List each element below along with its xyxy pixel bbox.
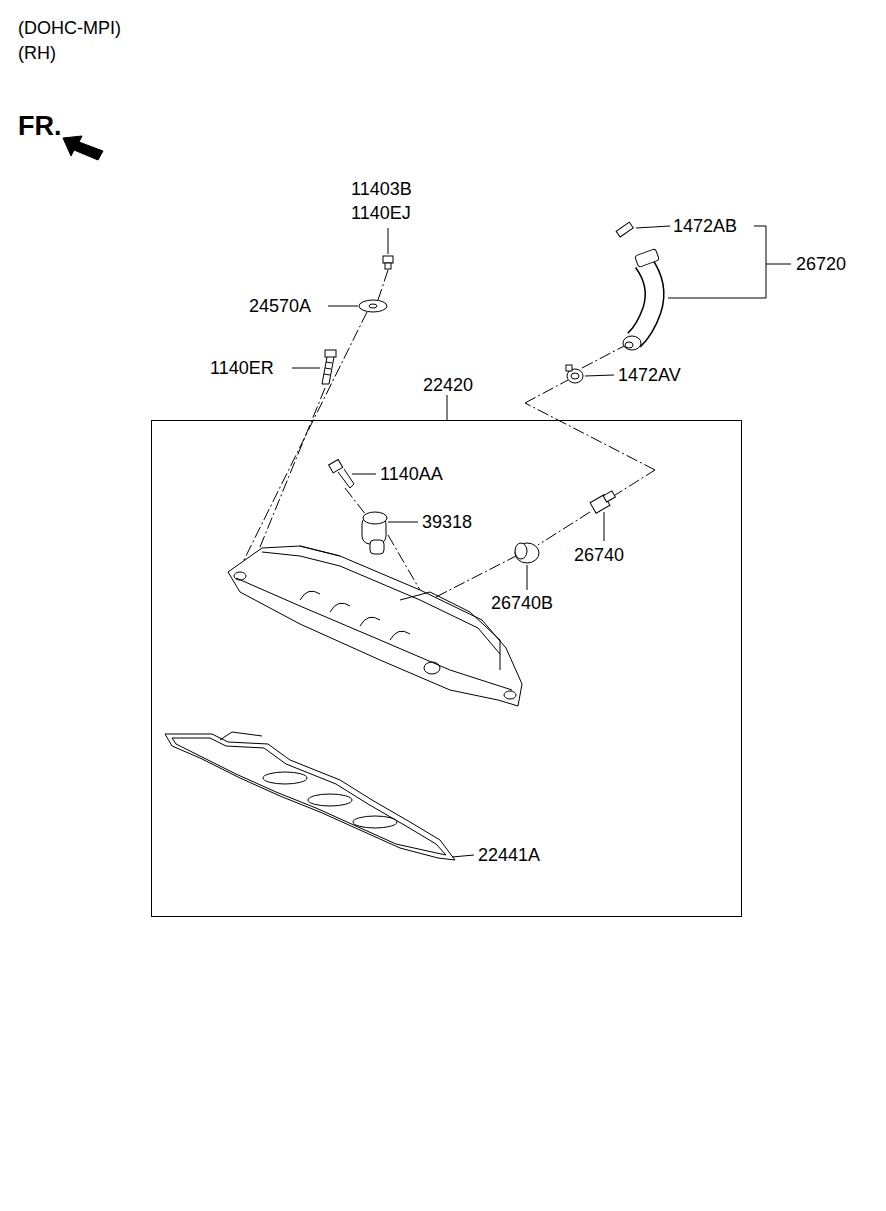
direction-label: FR.	[18, 110, 62, 142]
callout-number: 24570A	[249, 295, 311, 317]
assembly-box: 22420	[151, 420, 742, 917]
bolt	[322, 350, 336, 384]
grommet	[515, 543, 539, 563]
clip	[616, 222, 633, 237]
callout-number: 26720	[796, 253, 846, 275]
hose-clamp	[566, 365, 583, 383]
front-arrow	[63, 136, 103, 160]
callout-number: 22441A	[478, 844, 540, 866]
callout-number: 1140ER	[210, 357, 274, 379]
callout-number: 26740	[574, 544, 624, 566]
gasket	[165, 732, 455, 860]
bolt	[383, 256, 393, 269]
breather-hose	[623, 249, 659, 350]
callout-number: 26740B	[491, 592, 553, 614]
pcv-valve	[590, 491, 615, 513]
washer	[359, 300, 387, 312]
valve-cover	[228, 546, 522, 734]
callout-number: 1140EJ	[351, 202, 411, 224]
callout-number: 39318	[422, 511, 472, 533]
callout-number: 1472AB	[673, 215, 737, 237]
leader-lines	[292, 226, 791, 857]
bolt	[329, 460, 354, 488]
callout-number: 1140AA	[380, 463, 443, 485]
assembly-number: 22420	[423, 374, 473, 396]
callout-number: 1472AV	[618, 364, 681, 386]
engine-note: (RH)	[18, 42, 56, 64]
engine-note: (DOHC-MPI)	[18, 17, 121, 39]
callout-number: 11403B	[351, 178, 412, 200]
sensor	[362, 512, 387, 554]
